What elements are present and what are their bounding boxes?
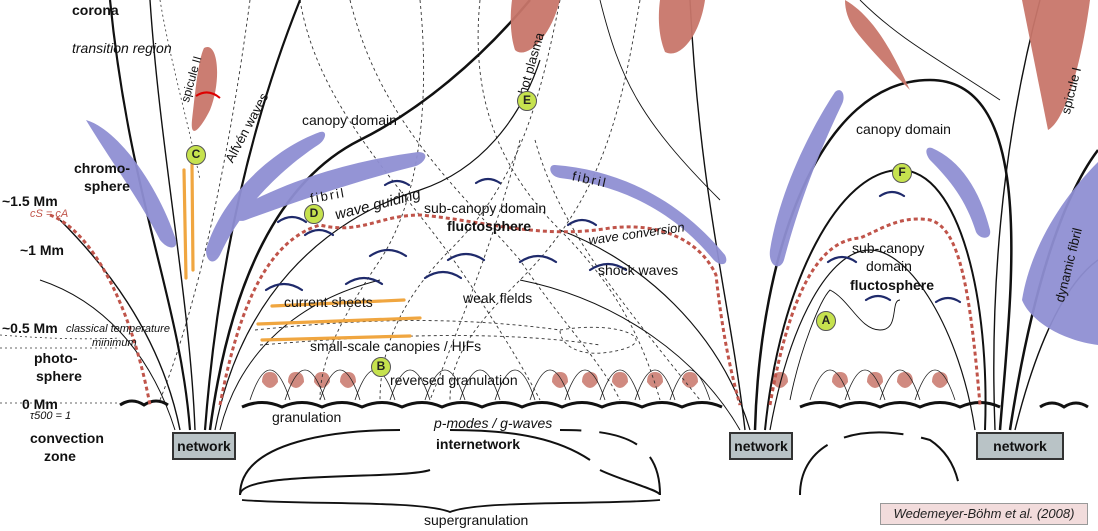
granulation-pattern [119,399,1089,409]
badge-f: F [892,163,912,183]
small-scale-loops [249,369,956,401]
convection-cells [239,429,961,513]
label-cs-ca: cS = cA [30,208,69,220]
fibrils [86,90,1098,345]
label-granulation: granulation [272,409,342,425]
label-photosphere-2: sphere [36,368,82,384]
label-canopy-domain-right: canopy domain [856,121,951,137]
cs-ca-boundary [49,213,982,406]
badge-c: C [186,145,206,165]
badge-b: B [371,357,391,377]
shock-wave-arcs [264,177,962,304]
label-convection-2: zone [44,448,76,464]
label-fluctosphere-right: fluctosphere [850,277,935,293]
label-chromosphere-2: sphere [84,178,130,194]
label-tau-500: τ500 = 1 [30,410,72,422]
reversed-granulation-drops [262,372,948,388]
label-sub-canopy-right-2: domain [866,258,912,274]
label-photosphere-1: photo- [34,350,78,366]
label-transition-region: transition region [72,40,172,56]
badge-e: E [517,91,537,111]
label-temperature-minimum-2: minimum [92,337,137,349]
label-canopy-domain-left: canopy domain [302,112,397,128]
height-0-5-mm: ~0.5 Mm [2,320,58,336]
spicules [191,0,1090,131]
label-current-sheets: current sheets [284,294,373,310]
label-reversed-granulation: reversed granulation [390,372,518,388]
badge-a: A [816,311,836,331]
height-1-mm: ~1 Mm [20,242,64,258]
current-sheets [182,163,422,342]
citation: Wedemeyer-Böhm et al. (2008) [880,503,1088,525]
network-box-middle: network [729,432,793,460]
network-box-right: network [976,432,1064,460]
label-small-scale-canopies: small-scale canopies / HIFs [310,338,482,354]
label-corona: corona [72,2,119,18]
label-supergranulation: supergranulation [424,512,529,528]
label-shock-waves: shock waves [598,262,679,278]
label-chromosphere-1: chromo- [74,160,130,176]
label-sub-canopy-domain-left: sub-canopy domain [424,200,547,216]
height-0-mm: 0 Mm [22,396,58,412]
label-sub-canopy-right-1: sub-canopy [852,240,925,256]
label-convection-1: convection [30,430,104,446]
badge-d: D [304,204,324,224]
label-fluctosphere-left: fluctosphere [447,218,532,234]
label-weak-fields: weak fields [463,290,533,306]
network-box-left: network [172,432,236,460]
spicule-ii-tip [195,91,221,99]
label-internetwork: internetwork [436,436,521,452]
label-temperature-minimum-1: classical temperature [66,323,170,335]
height-1-5-mm: ~1.5 Mm [2,193,58,209]
label-p-modes: p-modes / g-waves [434,415,553,431]
